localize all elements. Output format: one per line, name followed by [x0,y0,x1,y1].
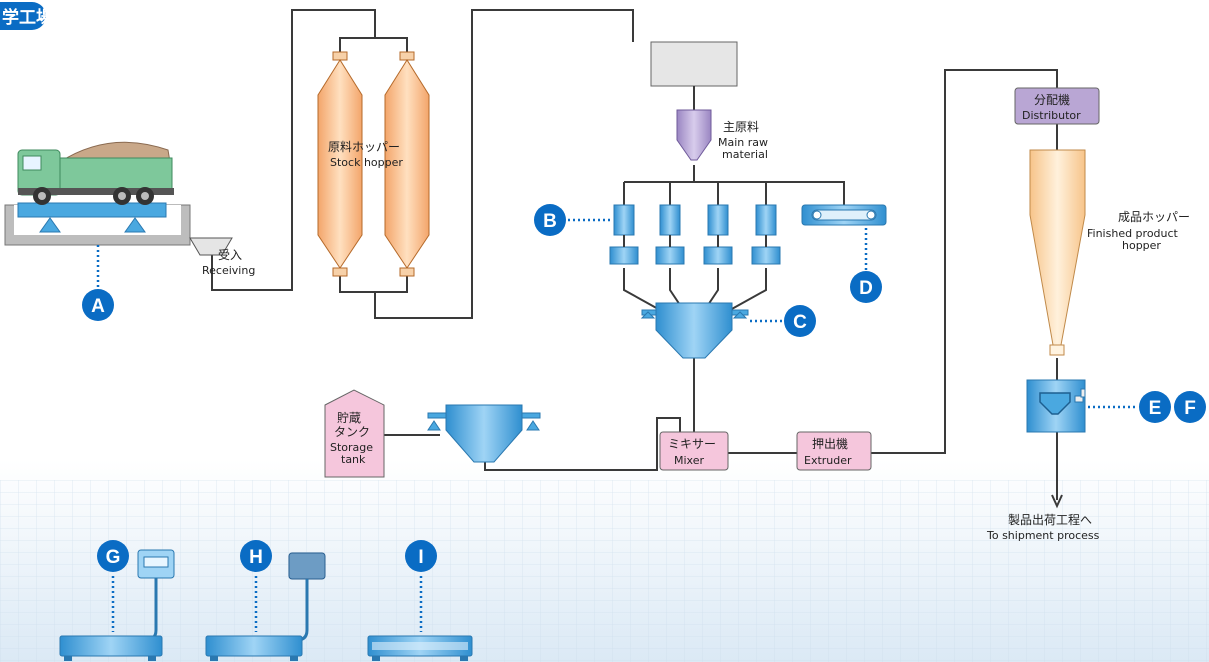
main-raw-label-ja: 主原料 [723,120,759,134]
stock-hopper-label-ja: 原料ホッパー [328,140,400,154]
shipment-label-ja: 製品出荷工程へ [1008,512,1092,527]
svg-text:I: I [418,547,423,568]
weigh-hopper [640,302,749,359]
main-raw-hopper [676,109,712,161]
stock-hopper-right [384,51,430,277]
badge-b: B [534,204,566,236]
page-title: 学工場 [2,7,53,28]
svg-text:F: F [1184,398,1196,419]
badge-f: F [1174,391,1206,423]
svg-text:E: E [1149,398,1162,419]
receiving-label-ja: 受入 [218,248,242,262]
storage-label-en2: tank [341,453,366,466]
storage-label-ja1: 貯蔵 [337,411,361,425]
receiving-label-en: Receiving [202,264,255,277]
receiving-hopper [189,237,233,256]
badge-e: E [1139,391,1171,423]
floor-grid [0,480,1209,662]
storage-label-ja2: タンク [334,425,370,439]
distributor-label-en: Distributor [1022,109,1081,122]
badge-h: H [240,540,272,572]
svg-text:A: A [91,296,105,317]
svg-text:G: G [106,547,121,568]
scale-i [367,635,473,661]
dust-collector-box [650,41,738,87]
mixer-label-en: Mixer [674,454,704,467]
distributor-box [1014,87,1100,125]
storage-tank [324,389,385,478]
weighing-bins [609,204,781,265]
packing-scale [1026,379,1086,433]
mixer-box [659,431,729,471]
main-raw-label-en1: Main raw [718,136,768,149]
extruder-box [796,431,872,471]
svg-text:C: C [793,312,807,333]
distributor-label-ja: 分配機 [1034,92,1070,107]
badge-g: G [97,540,129,572]
title-tab: 学工場 [0,2,53,30]
finished-label-en1: Finished product [1087,227,1179,240]
truck-scale [4,202,191,246]
badge-d: D [850,271,882,303]
scale-g [59,549,175,661]
shipment-label-en: To shipment process [986,529,1100,542]
finished-product-hopper [1029,149,1086,356]
mixer-label-ja: ミキサー [668,437,716,451]
storage-hopper [427,404,541,463]
belt-conveyor [801,204,887,226]
svg-text:H: H [249,547,263,568]
scale-h [205,552,326,661]
svg-text:D: D [859,278,873,299]
badge-c: C [784,305,816,337]
badge-i: I [405,540,437,572]
svg-text:B: B [543,211,557,232]
finished-label-ja: 成品ホッパー [1118,210,1190,224]
extruder-label-ja: 押出機 [812,436,848,451]
stock-hopper-left [317,51,363,277]
badge-a: A [82,289,114,321]
shipment-arrow [1051,494,1063,509]
main-raw-label-en2: material [722,148,768,161]
finished-label-en2: hopper [1122,239,1161,252]
dump-truck-icon [17,141,174,205]
stock-hopper-label-en: Stock hopper [330,156,403,169]
extruder-label-en: Extruder [804,454,852,467]
storage-label-en1: Storage [330,441,373,454]
pipe-network [211,9,1058,500]
